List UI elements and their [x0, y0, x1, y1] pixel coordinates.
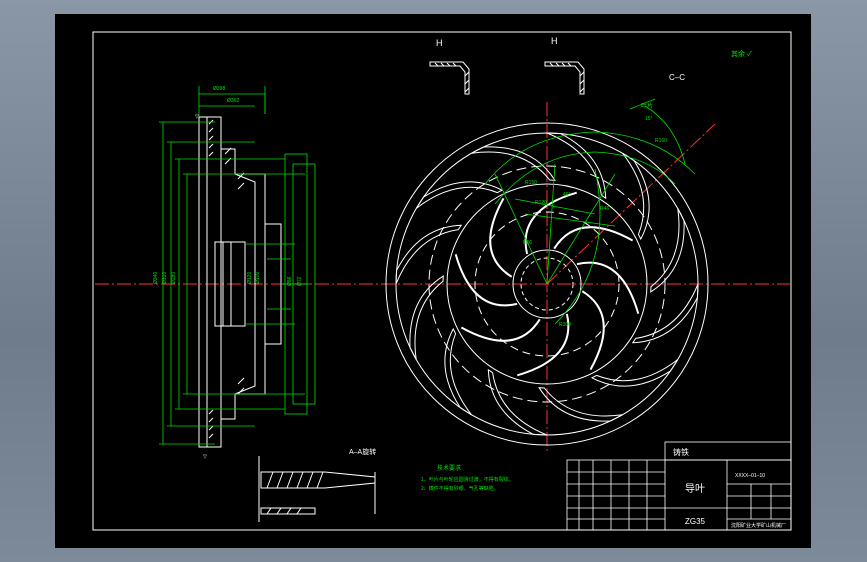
svg-text:15°: 15° — [645, 116, 653, 122]
cad-viewport[interactable]: Ø398 Ø362 Ø340 Ø310 Ø280 Ø120 Ø100 Ø86 Ø… — [55, 14, 811, 548]
drawing-frame — [92, 31, 792, 531]
section-aa-labels: A–A旋转 — [349, 447, 376, 456]
side-view-dimensions — [159, 86, 316, 445]
inner-blade — [460, 318, 541, 342]
svg-text:Ø280: Ø280 — [171, 272, 177, 284]
title-block — [566, 441, 792, 531]
svg-text:Ø340: Ø340 — [153, 272, 159, 284]
tech-req-title: 技术要求 — [437, 464, 461, 472]
inner-blade — [581, 290, 605, 371]
svg-text:R46: R46 — [600, 206, 609, 212]
side-section-view — [198, 116, 282, 448]
svg-text:Ø86: Ø86 — [287, 276, 293, 286]
section-label-aa: A–A旋转 — [349, 447, 376, 456]
outer-blade — [590, 359, 679, 387]
front-view-construction — [484, 98, 696, 325]
outer-blade — [409, 275, 444, 360]
section-label-left: H — [436, 38, 443, 48]
part-name: 导叶 — [685, 483, 705, 495]
outer-vane-blades — [395, 132, 699, 436]
front-view-dimension-text: R150 R120 46° R46 15° R160 R100 R56 叶片 — [523, 102, 667, 328]
svg-text:Ø72: Ø72 — [297, 276, 303, 286]
tech-requirements: 技术要求 1、叶片与叶轮应圆滑过渡，不得有裂纹。 2、铸件不得有砂眼、气孔等缺陷… — [421, 464, 514, 492]
svg-text:Ø398: Ø398 — [213, 86, 225, 92]
svg-text:▽: ▽ — [195, 114, 199, 120]
svg-text:R150: R150 — [525, 180, 537, 186]
inner-vane-blades — [454, 191, 640, 377]
outer-blade — [622, 152, 650, 241]
svg-text:R120: R120 — [535, 200, 547, 206]
outer-blade — [546, 132, 607, 200]
surface-finish-note: 其余 ✓ — [731, 49, 752, 58]
inner-blade — [524, 191, 577, 255]
svg-text:R56: R56 — [523, 240, 532, 246]
company-name: 沈阳矿业大学矿山机械厂 — [731, 522, 786, 529]
svg-text:▽: ▽ — [203, 454, 207, 460]
svg-text:R100: R100 — [559, 322, 571, 328]
svg-text:Ø100: Ø100 — [255, 272, 261, 284]
inner-blade — [553, 226, 634, 250]
tech-req-line2: 2、铸件不得有砂眼、气孔等缺陷。 — [421, 485, 499, 492]
leader-label: 叶片 — [641, 102, 653, 110]
centerline-diagonal — [546, 123, 716, 285]
section-labels: H H C–C 其余 ✓ — [436, 36, 752, 82]
title-block-text: 铸铁 XXXX–01–10 导叶 ZG35 沈阳矿业大学矿山机械厂 — [673, 447, 786, 529]
section-h-details — [429, 61, 585, 95]
svg-text:46°: 46° — [563, 192, 571, 198]
outer-blade — [538, 387, 623, 422]
outer-blade — [395, 224, 463, 285]
section-label-right: H — [551, 36, 558, 46]
outer-blade — [444, 327, 472, 416]
outer-blade — [487, 368, 548, 436]
svg-text:R160: R160 — [655, 138, 667, 144]
inner-blade — [517, 313, 570, 377]
tech-req-line1: 1、叶片与叶轮应圆滑过渡，不得有裂纹。 — [421, 476, 514, 483]
inner-blade — [489, 197, 513, 278]
svg-text:Ø120: Ø120 — [247, 272, 253, 284]
outer-blade — [631, 283, 699, 344]
side-view-dimension-text: Ø398 Ø362 Ø340 Ø310 Ø280 Ø120 Ø100 Ø86 Ø… — [153, 86, 303, 460]
inner-blade — [576, 261, 640, 314]
part-material-label: 铸铁 — [673, 447, 689, 457]
outer-blade — [471, 146, 556, 181]
outer-blade — [415, 181, 504, 209]
drawing-canvas: Ø398 Ø362 Ø340 Ø310 Ø280 Ø120 Ø100 Ø86 Ø… — [92, 31, 792, 531]
section-aa-detail — [258, 456, 376, 522]
svg-text:Ø362: Ø362 — [227, 98, 239, 104]
drawing-number: XXXX–01–10 — [735, 473, 765, 479]
material-code: ZG35 — [685, 517, 706, 526]
inner-blade — [454, 254, 518, 307]
svg-text:Ø310: Ø310 — [162, 272, 168, 284]
section-label-cc: C–C — [669, 73, 685, 82]
outer-blade — [650, 208, 685, 293]
